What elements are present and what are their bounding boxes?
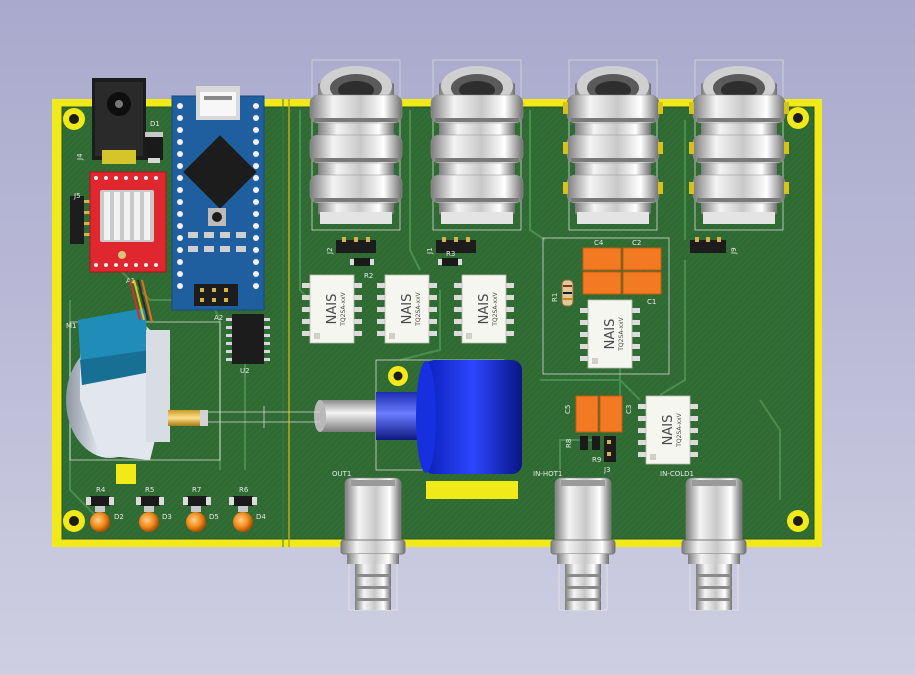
diode-d1 <box>145 132 163 163</box>
mounting-hole-top-left <box>63 108 85 130</box>
resistor-r3 <box>438 258 462 266</box>
header-j3 <box>604 436 616 462</box>
led-d5 <box>186 506 206 532</box>
relay-model: TQ2SA-xxV <box>676 412 683 447</box>
label-j3: J3 <box>603 466 611 474</box>
label-r6: R6 <box>239 486 249 494</box>
resistor-r4 <box>86 496 114 506</box>
ic-u2 <box>226 314 270 364</box>
resistor-r9 <box>592 436 600 450</box>
label-r1: R1 <box>551 293 559 302</box>
label-d1: D1 <box>150 120 160 128</box>
capacitors-c1-c4 <box>582 247 662 295</box>
jack-4 <box>689 59 789 231</box>
label-r8: R8 <box>565 439 573 448</box>
label-d3: D3 <box>162 513 172 521</box>
label-j2: J2 <box>326 247 334 255</box>
label-d5: D5 <box>209 513 219 521</box>
relay-area-outline <box>542 237 670 375</box>
led-d3 <box>139 506 159 532</box>
label-r4: R4 <box>96 486 106 494</box>
audio-jacks <box>309 59 789 231</box>
label-m1: M1 <box>66 322 77 330</box>
relay-model: TQ2SA-xxV <box>340 291 347 326</box>
label-in-cold1: IN-COLD1 <box>660 470 694 478</box>
label-r3: R3 <box>446 250 455 258</box>
relay-brand: NAIS <box>603 319 618 350</box>
led-d4 <box>233 506 253 532</box>
relay-brand: NAIS <box>661 415 676 446</box>
relay-model: TQ2SA-xxV <box>618 316 625 351</box>
mounting-hole-bottom-right <box>787 510 809 532</box>
label-r9: R9 <box>592 456 601 464</box>
resistor-r8 <box>580 436 588 450</box>
bnc-in-hot1 <box>550 477 616 611</box>
dc-jack-j4 <box>92 78 146 164</box>
label-j9: J9 <box>730 247 738 255</box>
relay-model: TQ2SA-xxV <box>415 291 422 326</box>
bnc-out1 <box>340 477 406 611</box>
resistor-r7 <box>183 496 211 506</box>
label-r5: R5 <box>145 486 154 494</box>
stepper-driver-a1 <box>89 171 167 273</box>
mounting-hole-middle <box>388 366 408 386</box>
label-d4: D4 <box>256 513 266 521</box>
header-j1 <box>436 237 476 253</box>
resistor-r1 <box>561 279 574 307</box>
label-j4: J4 <box>76 153 84 161</box>
mounting-hole-top-right <box>787 107 809 129</box>
capacitors-c5-c3 <box>575 395 623 433</box>
potentiometer <box>206 359 522 499</box>
label-r7: R7 <box>192 486 201 494</box>
label-out1: OUT1 <box>332 470 351 478</box>
label-c4: C4 <box>594 239 604 247</box>
led-row <box>86 496 257 532</box>
label-j1: J1 <box>426 247 434 255</box>
resistor-r5 <box>136 496 164 506</box>
jack-1 <box>309 59 403 231</box>
relay-brand: NAIS <box>325 294 340 325</box>
label-c2: C2 <box>632 239 641 247</box>
resistor-r2 <box>350 258 374 266</box>
header-j9 <box>690 237 726 253</box>
jack-3 <box>563 59 663 231</box>
label-j5: J5 <box>73 192 81 200</box>
label-c5: C5 <box>564 405 572 414</box>
relay-brand: NAIS <box>400 294 415 325</box>
bnc-connectors <box>340 477 747 611</box>
relay-brand: NAIS <box>477 294 492 325</box>
label-c3: C3 <box>625 405 633 414</box>
pad-square <box>116 464 136 484</box>
arduino-nano-a2 <box>171 86 265 311</box>
label-u2: U2 <box>240 367 250 375</box>
label-r2: R2 <box>364 272 373 280</box>
header-j5 <box>70 196 94 244</box>
label-d2: D2 <box>114 513 124 521</box>
mounting-hole-bottom-left <box>63 510 85 532</box>
jack-2 <box>430 59 524 231</box>
bnc-in-cold1 <box>681 477 747 611</box>
label-c1: C1 <box>647 298 656 306</box>
label-a2: A2 <box>214 314 223 322</box>
header-j2 <box>336 237 376 253</box>
led-d2 <box>90 506 110 532</box>
relay-model: TQ2SA-xxV <box>492 291 499 326</box>
label-in-hot1: IN-HOT1 <box>533 470 562 478</box>
mounting-holes <box>63 107 809 532</box>
stepper-motor-m1 <box>66 279 221 461</box>
resistor-r6 <box>229 496 257 506</box>
